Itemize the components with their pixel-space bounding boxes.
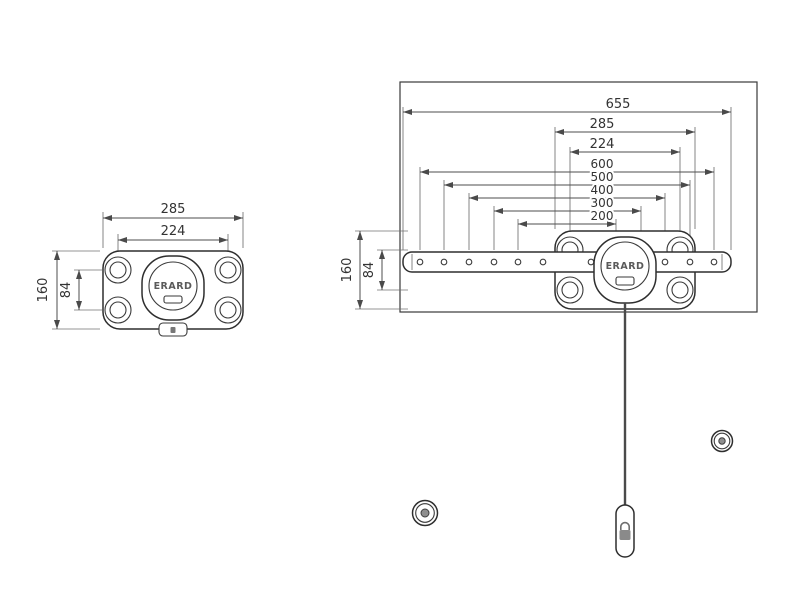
- tv-outline: [399, 81, 758, 313]
- dimension-label: 84: [362, 262, 377, 279]
- boss-ring: [148, 261, 198, 311]
- dimension-label: 285: [161, 202, 186, 217]
- bar-hole: [661, 258, 669, 266]
- corner-hole: [214, 256, 242, 284]
- dim-vesa-500: 500: [443, 168, 691, 250]
- boss-ring: [600, 241, 650, 291]
- dimension-label: 500: [591, 170, 614, 184]
- bar-hole: [490, 258, 498, 266]
- corner-hole: [556, 276, 584, 304]
- dimension-label: 84: [59, 282, 74, 299]
- bar-hole: [416, 258, 424, 266]
- dimension-label: 600: [591, 157, 614, 171]
- dim-bar-length: 655: [402, 95, 732, 250]
- lock-slot: [163, 295, 183, 304]
- brand-logo: ERARD: [606, 261, 645, 272]
- lock-slot: [615, 276, 635, 286]
- bar-hole: [440, 258, 448, 266]
- dim-side-height-outer: 160: [338, 230, 408, 310]
- tab-screw: [170, 327, 176, 333]
- loose-parts: [411, 429, 734, 527]
- corner-hole: [666, 276, 694, 304]
- bar-hole: [514, 258, 522, 266]
- dimension-label: 400: [591, 183, 614, 197]
- dim-vesa-400: 400: [468, 181, 666, 250]
- dim-front-width-outer: 285: [102, 200, 244, 248]
- bar-hole: [587, 258, 595, 266]
- dimension-label: 224: [161, 224, 186, 239]
- lock-icon: [619, 521, 631, 540]
- center-boss-side: ERARD: [593, 236, 657, 304]
- dim-plate-width: 285: [554, 115, 696, 229]
- washer-hole: [420, 508, 430, 518]
- corner-hole: [104, 256, 132, 284]
- dim-vesa-200: 200: [517, 207, 617, 250]
- mounted-view: 655 285 224 600 500: [338, 81, 758, 558]
- brand-logo: ERARD: [154, 281, 193, 292]
- washer: [710, 429, 734, 453]
- dim-vesa-600: 600: [419, 155, 715, 250]
- bar-hole: [465, 258, 473, 266]
- dimension-label: 160: [340, 258, 355, 283]
- front-view: 285 224 160 84: [34, 200, 244, 337]
- lock-shackle: [620, 521, 630, 530]
- dim-front-height-inner: 84: [57, 269, 102, 311]
- dim-hole-spacing: 224: [569, 135, 681, 235]
- washer-hole: [718, 437, 726, 445]
- vesa-bar: [402, 251, 732, 273]
- release-mechanism: [615, 303, 635, 558]
- dim-front-width-inner: 224: [117, 222, 229, 257]
- dimension-label: 285: [590, 117, 615, 132]
- dimension-label: 300: [591, 196, 614, 210]
- dim-front-height-outer: 160: [34, 250, 100, 330]
- wall-plate-front: ERARD: [102, 250, 244, 337]
- dimension-label: 200: [591, 209, 614, 223]
- dim-vesa-300: 300: [493, 194, 642, 250]
- corner-hole: [214, 296, 242, 324]
- bar-hole: [710, 258, 718, 266]
- lock-body: [619, 530, 631, 540]
- dim-side-height-inner: 84: [360, 249, 408, 291]
- dimension-label: 224: [590, 137, 615, 152]
- corner-hole: [104, 296, 132, 324]
- bar-body: [402, 251, 732, 273]
- dimension-label: 160: [36, 278, 51, 303]
- bar-hole: [539, 258, 547, 266]
- bar-hole: [686, 258, 694, 266]
- dimension-label: 655: [606, 97, 631, 112]
- washer: [411, 499, 439, 527]
